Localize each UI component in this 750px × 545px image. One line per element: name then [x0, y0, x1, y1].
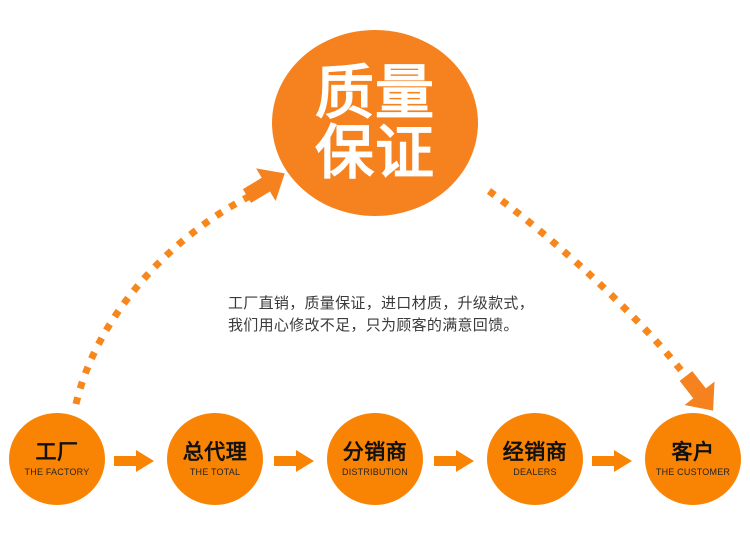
- chain-node-label-en: DISTRIBUTION: [342, 466, 408, 477]
- chain-arrow-icon: [274, 450, 314, 472]
- dotted-arc-right-path: [486, 188, 687, 377]
- chain-node-label-cn: 客户: [671, 439, 715, 464]
- chain-node-label-en: THE FACTORY: [24, 466, 90, 477]
- chain-node-label-cn: 分销商: [342, 439, 408, 464]
- chain-node-label-en: THE CUSTOMER: [655, 466, 731, 477]
- chain-node-total-agent: 总代理 THE TOTAL: [167, 413, 263, 505]
- chain-node-dealer: 经销商 DEALERS: [487, 413, 583, 505]
- chain-node-label-cn: 总代理: [182, 439, 248, 464]
- center-description-line-1: 工厂直销，质量保证，进口材质，升级款式，: [228, 294, 535, 312]
- hero-title-line-1: 质量: [314, 58, 435, 128]
- center-description: 工厂直销，质量保证，进口材质，升级款式， 我们用心修改不足，只为顾客的满意回馈。: [228, 292, 558, 336]
- chain-node-label-cn: 经销商: [502, 439, 568, 464]
- chain-node-factory: 工厂 THE FACTORY: [9, 413, 105, 505]
- chain-node-label-cn: 工厂: [35, 439, 79, 464]
- dotted-arc-left-path: [72, 192, 252, 405]
- chain-arrow-icon: [434, 450, 474, 472]
- hero-title-line-2: 保证: [314, 118, 435, 187]
- chain-node-label-en: THE TOTAL: [189, 466, 241, 477]
- distribution-chain: 工厂 THE FACTORY 总代理 THE TOTAL 分销商 DISTRIB…: [0, 413, 750, 509]
- chain-arrow-icon: [114, 450, 154, 472]
- chain-node-label-en: DEALERS: [513, 466, 557, 477]
- chain-node-distributor: 分销商 DISTRIBUTION: [327, 413, 423, 505]
- chain-node-customer: 客户 THE CUSTOMER: [645, 413, 741, 505]
- quality-guarantee-badge: 质量 保证: [272, 30, 478, 216]
- chain-arrow-icon: [592, 450, 632, 472]
- center-description-line-2: 我们用心修改不足，只为顾客的满意回馈。: [228, 316, 519, 334]
